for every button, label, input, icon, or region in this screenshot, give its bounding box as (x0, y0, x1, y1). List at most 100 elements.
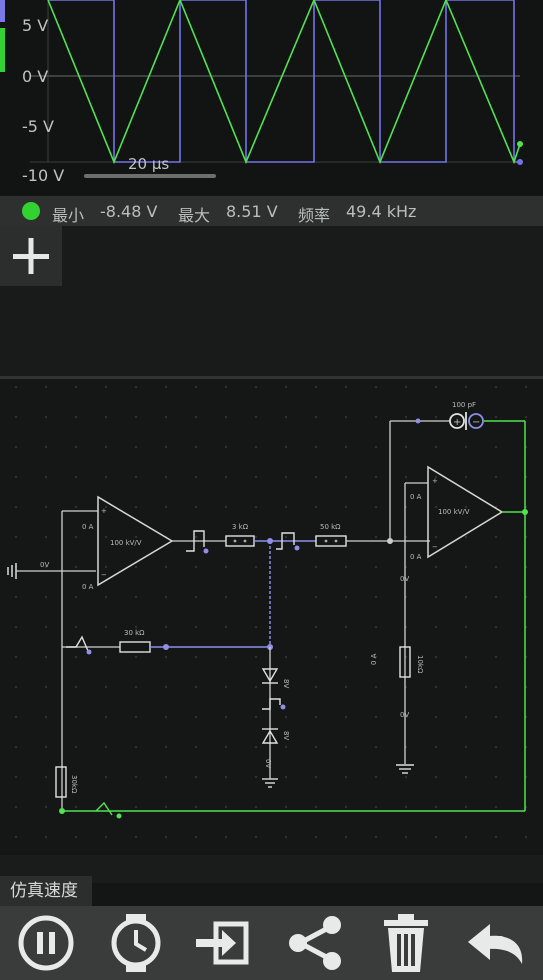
grid-dot (224, 745, 228, 749)
grid-dot (44, 385, 48, 389)
grid-dot (44, 655, 48, 659)
zener-2-label: 8V (282, 731, 290, 740)
grid-dot (164, 715, 168, 719)
switch-probe-2[interactable] (276, 532, 300, 551)
opamp-1-gain: 100 kV/V (110, 539, 142, 547)
resistor-30k[interactable] (119, 641, 151, 653)
grid-dot (374, 805, 378, 809)
grid-dot (404, 385, 408, 389)
grid-dot (374, 475, 378, 479)
circuit-canvas[interactable]: 0V + − 100 kV/V 0 A 0 A 3 kΩ (0, 379, 543, 854)
delete-button[interactable] (374, 912, 438, 974)
grid-dot (434, 445, 438, 449)
grid-dot (494, 805, 498, 809)
zener-diode-1[interactable] (261, 668, 279, 684)
grid-dot (464, 685, 468, 689)
grid-dot (164, 625, 168, 629)
grid-dot (44, 475, 48, 479)
y-label-neg5v: -5 V (22, 117, 54, 136)
grid-dot (104, 625, 108, 629)
channel-color-dot[interactable] (22, 202, 40, 220)
channel-marker-b (0, 28, 5, 72)
resistor-3k[interactable] (225, 535, 255, 547)
resistor-3k-label: 3 kΩ (232, 523, 249, 531)
grid-dot (134, 655, 138, 659)
grid-dot (314, 625, 318, 629)
grid-dot (194, 625, 198, 629)
grid-dot (254, 565, 258, 569)
grid-dot (14, 745, 18, 749)
share-button[interactable] (284, 912, 348, 974)
grid-dot (524, 835, 528, 839)
resistor-10k-current: 0 A (370, 653, 378, 665)
grid-dot (404, 835, 408, 839)
grid-dot (164, 805, 168, 809)
grid-dot (254, 535, 258, 539)
switch-probe-1[interactable] (186, 530, 209, 554)
resistor-50k-label: 50 kΩ (320, 523, 341, 531)
export-button[interactable] (192, 912, 256, 974)
grid-dot (134, 415, 138, 419)
max-label: 最大 (178, 206, 211, 225)
grid-dot (254, 655, 258, 659)
grid-dot (134, 805, 138, 809)
grid-dot (374, 595, 378, 599)
ground-3 (396, 764, 414, 774)
ground-source[interactable] (7, 563, 96, 579)
svg-text:+: + (101, 507, 107, 515)
ground-voltage-label: 0V (40, 561, 49, 569)
capacitor-100pf[interactable]: + − (449, 412, 484, 430)
grid-dot (104, 775, 108, 779)
grid-dot (494, 625, 498, 629)
resistor-30k-vertical-label: 30kΩ (70, 775, 78, 794)
grid-dot (314, 505, 318, 509)
grid-dot (14, 535, 18, 539)
zener-diode-2[interactable] (261, 728, 279, 744)
grid-dot (134, 685, 138, 689)
grid-dot (284, 835, 288, 839)
oscilloscope-view[interactable]: 5 V 0 V -5 V -10 V 20 μs (0, 0, 543, 195)
grid-dot (44, 835, 48, 839)
grid-dot (224, 835, 228, 839)
resistor-10k-label: 10kΩ (416, 655, 424, 674)
grid-dot (464, 385, 468, 389)
switch-probe-4[interactable] (262, 698, 286, 710)
undo-button[interactable] (464, 912, 528, 974)
grid-dot (284, 775, 288, 779)
grid-dot (44, 715, 48, 719)
resistor-50k[interactable] (315, 535, 347, 547)
resistor-30k-label: 30 kΩ (124, 629, 145, 637)
grid-dot (74, 745, 78, 749)
grid-dot (194, 445, 198, 449)
timing-button[interactable] (104, 912, 168, 974)
grid-dot (284, 805, 288, 809)
grid-dot (224, 565, 228, 569)
grid-dot (44, 805, 48, 809)
grid-dot (314, 445, 318, 449)
grid-dot (104, 565, 108, 569)
grid-dot (254, 595, 258, 599)
opamp-2[interactable]: + − (427, 465, 504, 559)
grid-dot (104, 475, 108, 479)
add-scope-button[interactable] (0, 226, 62, 286)
grid-dot (494, 595, 498, 599)
resistor-30k-vertical[interactable] (55, 766, 67, 798)
grid-dot (284, 415, 288, 419)
grid-dot (494, 475, 498, 479)
circuit-schematic: 0V + − 100 kV/V 0 A 0 A 3 kΩ (7, 385, 528, 839)
grid-dot (134, 625, 138, 629)
grid-dot (314, 685, 318, 689)
time-scale-bar (84, 174, 216, 178)
pause-button[interactable] (14, 912, 78, 974)
switch-probe-5[interactable] (95, 801, 122, 819)
grid-dot (494, 835, 498, 839)
switch-probe-3[interactable] (66, 635, 92, 655)
resistor-10k[interactable] (399, 646, 411, 678)
grid-dot (434, 655, 438, 659)
opamp-1[interactable]: + − (97, 495, 174, 587)
grid-dot (74, 835, 78, 839)
grid-dot (434, 475, 438, 479)
grid-dot (284, 625, 288, 629)
grid-dot (344, 505, 348, 509)
bottom-toolbar (0, 906, 543, 980)
